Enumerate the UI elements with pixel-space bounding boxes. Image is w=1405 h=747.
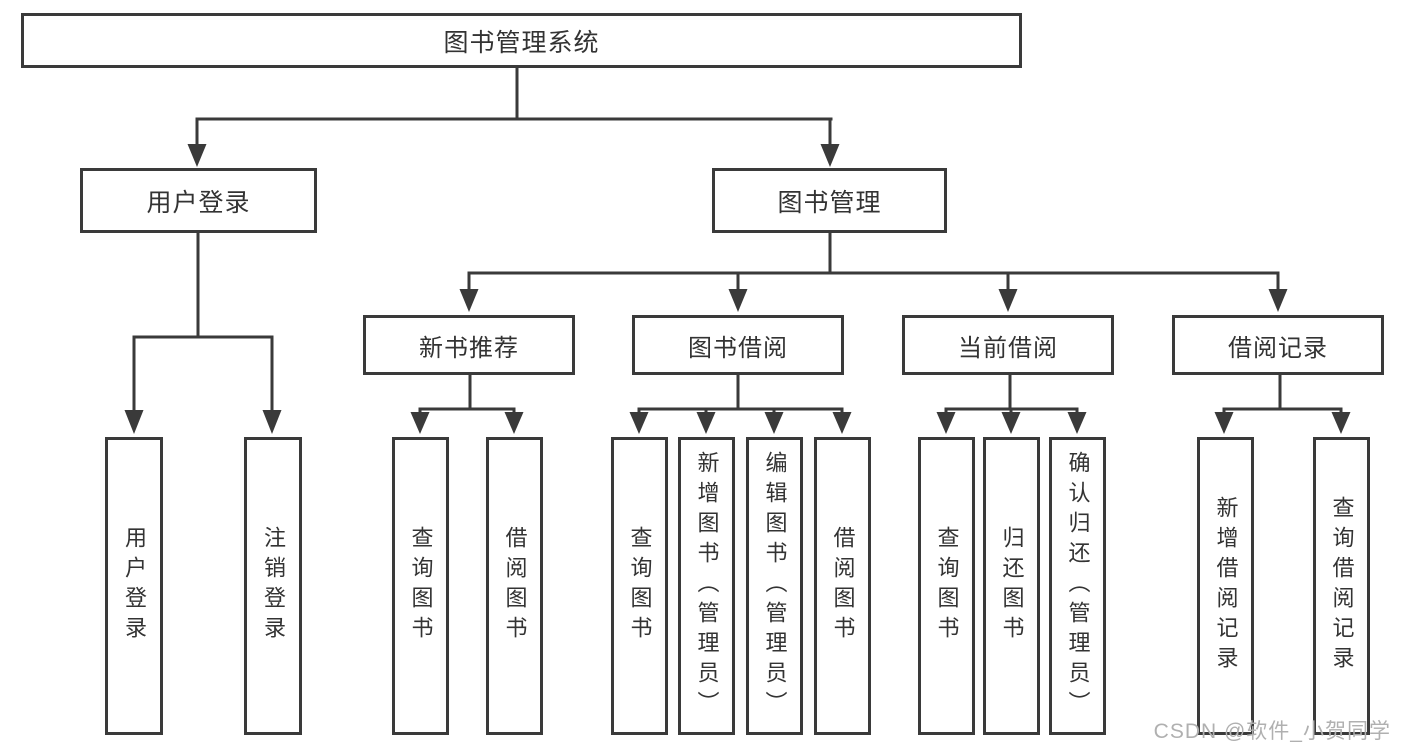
leaf-user-login: 用户登录 [105,437,163,735]
csdn-watermark: CSDN @软件_小贺同学 [1153,720,1391,743]
connector-root-to-level2 [187,68,840,167]
leaf-recommend-query-books: 查询图书 [392,437,449,735]
connector-records-branch [1214,374,1351,434]
leaf-recommend-borrow-books: 借阅图书 [486,437,543,735]
leaf-borrow-books-label: 借阅图书 [830,526,856,646]
leaf-logout: 注销登录 [244,437,302,735]
leaf-current-query-books-label: 查询图书 [934,526,960,646]
connector-login-branch [124,232,282,434]
leaf-logout-label: 注销登录 [261,526,286,646]
leaf-recommend-borrow-books-label: 借阅图书 [502,526,528,646]
leaf-edit-books-admin-label: 编辑图书（管理员） [762,451,788,721]
leaf-add-borrow-record-label: 新增借阅记录 [1213,496,1239,676]
node-borrow-records: 借阅记录 [1172,315,1384,375]
node-current-borrow-label: 当前借阅 [958,334,1058,362]
node-user-login-label: 用户登录 [146,188,251,217]
leaf-query-borrow-record: 查询借阅记录 [1313,437,1370,735]
node-new-book-recommend-label: 新书推荐 [419,334,519,362]
connector-recommend-branch [410,374,524,434]
node-new-book-recommend: 新书推荐 [363,315,575,375]
node-book-manage-label: 图书管理 [777,188,882,217]
leaf-borrow-books: 借阅图书 [814,437,871,735]
leaf-user-login-label: 用户登录 [122,526,147,646]
node-book-borrow: 图书借阅 [632,315,844,375]
leaf-query-borrow-record-label: 查询借阅记录 [1329,496,1355,676]
leaf-current-query-books: 查询图书 [918,437,975,735]
leaf-return-books-label: 归还图书 [999,526,1025,646]
connector-manage-branch [459,232,1288,312]
node-root-label: 图书管理系统 [443,28,600,57]
node-root: 图书管理系统 [21,13,1022,68]
node-book-manage: 图书管理 [712,168,947,233]
node-borrow-records-label: 借阅记录 [1228,334,1328,362]
leaf-add-borrow-record: 新增借阅记录 [1197,437,1254,735]
leaf-add-books-admin: 新增图书（管理员） [678,437,735,735]
leaf-edit-books-admin: 编辑图书（管理员） [746,437,803,735]
leaf-recommend-query-books-label: 查询图书 [408,526,434,646]
connector-borrow-branch [629,374,852,434]
node-current-borrow: 当前借阅 [902,315,1114,375]
leaf-confirm-return-admin-label: 确认归还（管理员） [1065,451,1091,721]
leaf-return-books: 归还图书 [983,437,1040,735]
leaf-borrow-query-books: 查询图书 [611,437,668,735]
connector-current-branch [936,374,1087,434]
node-book-borrow-label: 图书借阅 [688,334,788,362]
leaf-confirm-return-admin: 确认归还（管理员） [1049,437,1106,735]
node-user-login: 用户登录 [80,168,317,233]
leaf-borrow-query-books-label: 查询图书 [627,526,653,646]
leaf-add-books-admin-label: 新增图书（管理员） [694,451,720,721]
